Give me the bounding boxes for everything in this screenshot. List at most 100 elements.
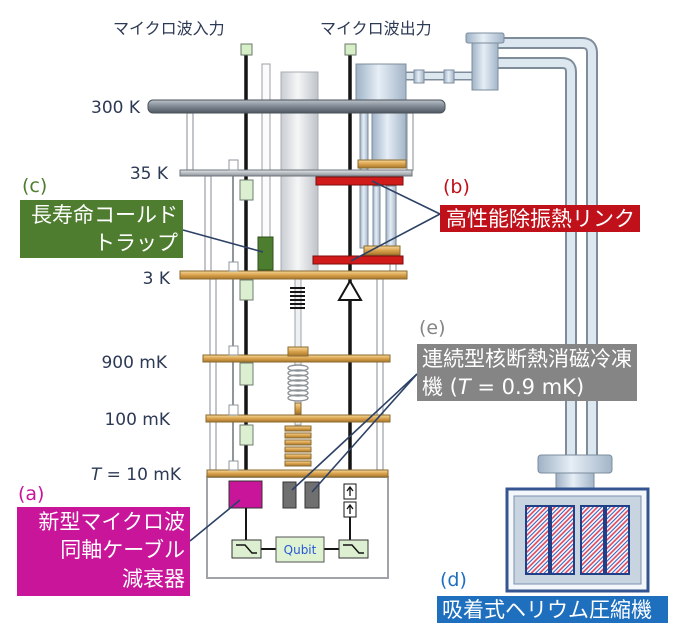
- thermal-anchors: [228, 159, 239, 471]
- callout-d-box: [437, 596, 668, 623]
- t-junction-cap: [465, 32, 505, 44]
- heat-exchanger-link: [294, 402, 302, 415]
- leader-line-b-lower: [350, 213, 441, 262]
- isolator-1-arrow: [346, 485, 354, 496]
- isolator-2-arrow: [346, 503, 354, 514]
- callout-d-tag: (d): [440, 569, 467, 591]
- callout-c-line-1: 長寿命コールド: [31, 203, 178, 227]
- leader-line-e-1: [291, 373, 418, 491]
- white-spring: [287, 364, 309, 402]
- leader-line-a: [189, 499, 241, 542]
- compressor-cap: [537, 454, 613, 474]
- plate-10mk: [206, 469, 389, 478]
- heat-link-upper: [315, 176, 404, 186]
- heat-exchanger-disc: [284, 446, 312, 453]
- compressor-coil-right-core: [603, 506, 607, 574]
- plate-300k: [147, 99, 446, 114]
- support-rod: [209, 278, 217, 471]
- demagnetization-stage-1: [282, 481, 297, 509]
- output-port: [344, 43, 357, 56]
- cold-trap-tube: [261, 63, 271, 239]
- callout-a-line-1: 新型マイクロ波: [38, 510, 185, 534]
- callout-b-tag: (b): [443, 176, 470, 198]
- temperature-value: = 10 mK: [101, 465, 182, 485]
- callout-e-line-1: 連続型核断熱消磁冷凍: [422, 347, 632, 371]
- copper-flange-lower: [363, 245, 401, 256]
- plate-3k: [179, 270, 408, 280]
- callout-e-line-2-suffix: = 0.9 mK): [471, 375, 584, 399]
- inner-pipe-core: [496, 59, 575, 458]
- input-attenuators: [239, 179, 254, 446]
- thermal-anchor: [228, 345, 239, 356]
- heat-exchanger-disc: [284, 432, 312, 439]
- microwave-output-label: マイクロ波出力: [320, 19, 432, 38]
- thermal-anchor: [228, 261, 239, 272]
- input-filter: [231, 539, 262, 559]
- cold-head-upper: [355, 63, 407, 102]
- stage-label-300k: 300 K: [91, 98, 141, 118]
- leader-line-e-2: [311, 373, 418, 493]
- plate-35k: [179, 169, 413, 177]
- heat-exchanger-disc: [284, 439, 312, 446]
- qubit-box: [275, 536, 325, 563]
- heat-link-lower: [312, 255, 404, 265]
- thermal-anchor: [228, 159, 239, 171]
- callout-e-line-2: 機 (T = 0.9 mK): [422, 375, 584, 399]
- outer-pipe-core: [496, 39, 596, 458]
- cold-head-tube-2: [385, 185, 397, 247]
- support-rod: [186, 112, 194, 171]
- output-filter: [338, 539, 369, 559]
- callout-c-box: [20, 200, 183, 258]
- attenuator: [239, 362, 254, 386]
- stage-label-900mk: 900 mK: [101, 353, 167, 373]
- stage-label-3k: 3 K: [143, 269, 171, 289]
- input-port: [240, 43, 253, 56]
- support-rod: [204, 175, 212, 272]
- callout-b-box: [440, 205, 640, 232]
- copper-flange-upper: [357, 159, 407, 169]
- temperature-symbol: T: [91, 465, 103, 485]
- adsorption-helium-compressor: [505, 454, 650, 593]
- helium-pipes: [404, 32, 598, 458]
- callout-c-line-2: トラップ: [94, 231, 178, 255]
- heat-exchanger-disc: [284, 453, 312, 460]
- callout-c-tag: (c): [22, 175, 47, 197]
- heat-exchanger-disc: [284, 460, 312, 467]
- stage-label-100mk: 100 mK: [104, 410, 170, 430]
- cold-head-tube-1: [372, 185, 381, 247]
- hemt-amplifier: [337, 279, 363, 301]
- plate-100mk: [205, 414, 391, 423]
- thermal-anchor: [228, 404, 239, 416]
- still-flange: [287, 346, 309, 357]
- qubit-label: Qubit: [284, 543, 317, 557]
- attenuator: [239, 179, 254, 201]
- attenuator: [239, 279, 254, 301]
- callout-e-tag: (e): [419, 317, 446, 339]
- leader-line-b-upper: [371, 180, 441, 215]
- output-filter-icon: [343, 544, 364, 554]
- microwave-input-label: マイクロ波入力: [113, 19, 225, 38]
- callout-e-box: [417, 344, 637, 401]
- support-rod: [406, 112, 414, 171]
- pipe-fitting-2: [443, 69, 455, 84]
- callout-a-line-3: 減衰器: [122, 567, 185, 591]
- callout-e-temperature-symbol: T: [458, 375, 473, 399]
- attenuator: [239, 424, 254, 446]
- pipe-fitting-1: [413, 69, 425, 84]
- leader-line-c: [182, 229, 264, 253]
- input-filter-icon: [236, 544, 257, 554]
- callout-a-box: [17, 507, 190, 596]
- cold-trap: [257, 236, 274, 271]
- cold-head-first-stage: [371, 112, 407, 162]
- t-junction-body: [471, 39, 499, 91]
- compressor-coil-left-core: [548, 506, 552, 574]
- callout-a-line-2: 同軸ケーブル: [60, 538, 185, 562]
- stage-label-35k: 35 K: [130, 164, 169, 184]
- callout-b-line-1: 高性能除振熱リンク: [446, 207, 635, 231]
- callout-a-tag: (a): [18, 483, 44, 505]
- callout-d-line-1: 吸着式ヘリウム圧縮機: [442, 598, 652, 622]
- heat-exchanger-disc: [284, 425, 312, 432]
- callout-e-line-2-prefix: 機 (: [422, 375, 458, 399]
- thermal-anchor: [228, 460, 239, 471]
